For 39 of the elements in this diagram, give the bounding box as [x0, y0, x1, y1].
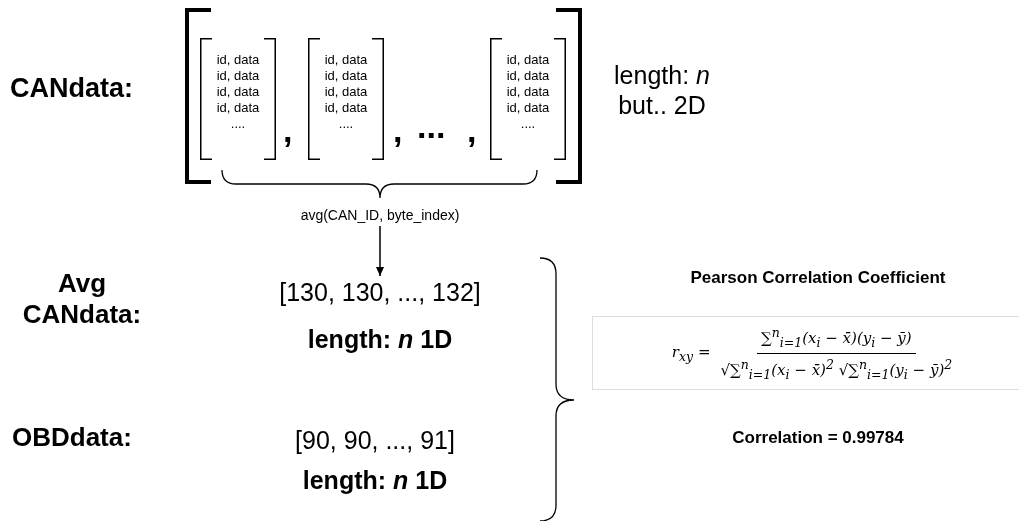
- outer-matrix: [185, 8, 582, 184]
- matrix-entry: id, data: [215, 84, 261, 100]
- ellipsis: ...: [417, 106, 446, 147]
- matrix-entry: id, data: [505, 68, 551, 84]
- matrix-entry: id, data: [323, 52, 369, 68]
- length-note: length: n 1D: [301, 465, 449, 495]
- matrix-entry: id, data: [323, 84, 369, 100]
- matrix-entry: ....: [519, 116, 537, 132]
- array-text: [130, 130, ..., 132]: [279, 278, 481, 307]
- length-note: length: n 1D: [306, 324, 454, 354]
- matrix-entry: id, data: [323, 100, 369, 116]
- matrix-entry: id, data: [215, 68, 261, 84]
- row-label: Avg CANdata:: [21, 268, 143, 331]
- matrix-entry: id, data: [505, 100, 551, 116]
- arrow: [376, 225, 384, 277]
- column-vector: [200, 38, 276, 160]
- comma: ,: [393, 110, 403, 151]
- matrix-entry: ....: [337, 116, 355, 132]
- operation-label: avg(CAN_ID, byte_index): [300, 207, 460, 223]
- formula-lhs: r$_{xy}$ =: [671, 342, 711, 364]
- row-label: OBDdata:: [12, 422, 132, 454]
- formula-box: [592, 316, 1019, 390]
- matrix-entry: id, data: [215, 52, 261, 68]
- matrix-entry: ....: [229, 116, 247, 132]
- result-text: Correlation = 0.99784: [731, 428, 905, 449]
- formula-denominator: √∑$^{n}$$_{i=1}$(x$_{i}$ − x̄)$^{2}$ √∑$^{n}$$_{i=1}$(y$_{i}$ − ȳ)$^{2}$: [720, 355, 953, 382]
- heading: Pearson Correlation Coefficient: [689, 268, 947, 289]
- matrix-entry: id, data: [323, 68, 369, 84]
- length-note: length: n but.. 2D: [613, 60, 711, 120]
- column-vector: [490, 38, 566, 160]
- formula-numerator: ∑$^{n}$$_{i=1}$(x$_{i}$ − x̄)(y$_{i}$ − ȳ): [756, 324, 916, 354]
- matrix-entry: id, data: [505, 52, 551, 68]
- array-text: [90, 90, ..., 91]: [294, 425, 456, 455]
- comma: ,: [467, 110, 477, 151]
- matrix-entry: id, data: [505, 84, 551, 100]
- matrix-entry: id, data: [215, 100, 261, 116]
- comma: ,: [283, 110, 293, 151]
- column-vector: [308, 38, 384, 160]
- row-label: CANdata:: [10, 72, 133, 105]
